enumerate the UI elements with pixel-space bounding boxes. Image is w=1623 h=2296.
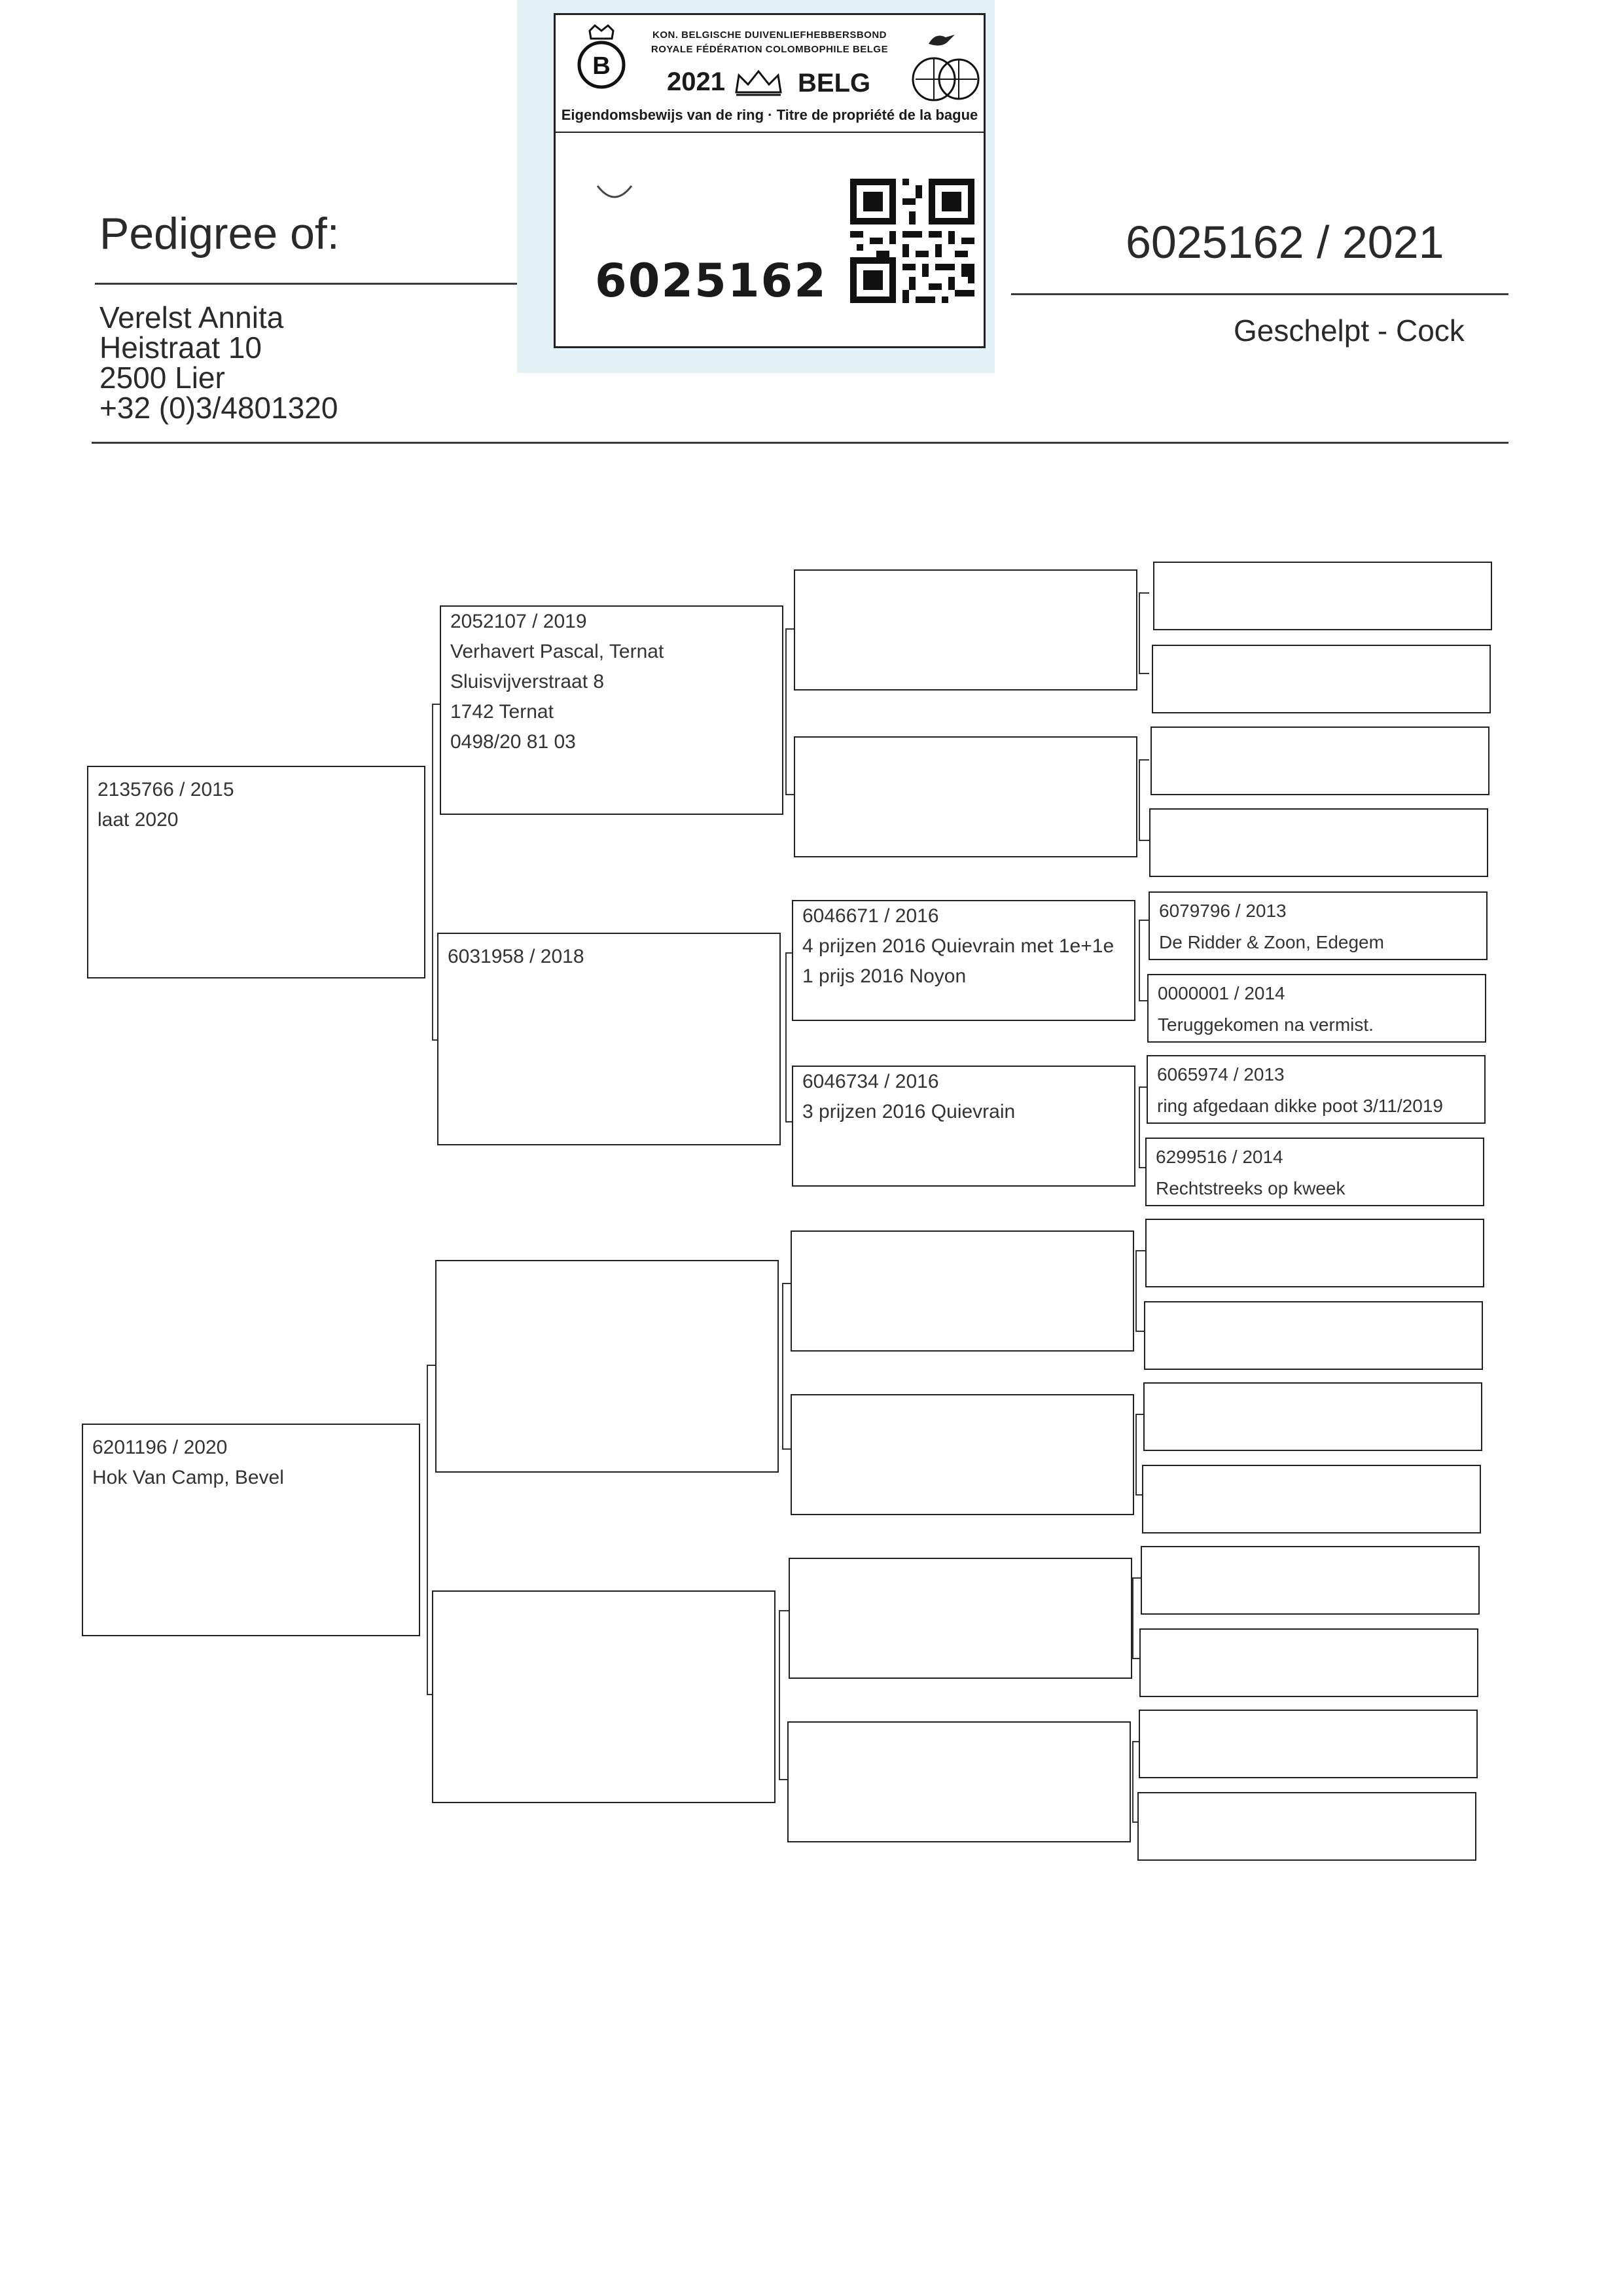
ring-certificate: B KON. BELGISCHE DUIVENLIEFHEBBERSBOND R… <box>517 0 995 373</box>
connector <box>1139 1086 1149 1168</box>
connector <box>1132 1577 1143 1659</box>
box-ring: 0000001 / 2014 <box>1158 983 1285 1003</box>
pedigree-box-gen4 <box>1139 1710 1478 1778</box>
box-note: 0498/20 81 03 <box>450 731 576 753</box>
pedigree-box-gen4 <box>1144 1301 1483 1370</box>
box-ring: 6031958 / 2018 <box>448 946 584 967</box>
card-subtitle: Eigendomsbewijs van de ring · Titre de p… <box>561 107 978 123</box>
pedigree-box-gen3-sdd: 6046734 / 2016 3 prijzen 2016 Quievrain <box>792 1066 1135 1187</box>
box-ring: 2052107 / 2019 <box>450 611 587 632</box>
hole-mark-icon <box>596 185 633 198</box>
pedigree-box-gen3 <box>791 1394 1134 1515</box>
box-note: 3 prijzen 2016 Quievrain <box>802 1101 1016 1122</box>
connector <box>785 952 797 1122</box>
svg-text:B: B <box>592 52 610 80</box>
box-ring: 6046734 / 2016 <box>802 1071 939 1092</box>
pedigree-box-gen3 <box>794 569 1137 691</box>
connector <box>1139 592 1149 674</box>
box-note: ring afgedaan dikke poot 3/11/2019 <box>1157 1096 1443 1116</box>
box-note: 1 prijs 2016 Noyon <box>802 965 967 987</box>
color-sex: Geschelpt - Cock <box>1234 314 1465 348</box>
pedigree-box-gen4: 0000001 / 2014 Teruggekomen na vermist. <box>1147 974 1486 1043</box>
box-note: Hok Van Camp, Bevel <box>92 1467 284 1488</box>
pedigree-box-dam-dam <box>432 1590 776 1803</box>
box-ring: 6046671 / 2016 <box>802 905 939 927</box>
pedigree-box-gen3-sds: 6046671 / 2016 4 prijzen 2016 Quievrain … <box>792 900 1135 1021</box>
box-note: laat 2020 <box>98 809 179 831</box>
pedigree-box-dam-sire <box>435 1260 779 1473</box>
connector <box>1135 1414 1146 1496</box>
card-year: 2021 <box>667 67 725 96</box>
box-note: 1742 Ternat <box>450 701 554 723</box>
pedigree-box-gen4: 6079796 / 2013 De Ridder & Zoon, Edegem <box>1149 891 1488 960</box>
divider <box>95 283 527 285</box>
pedigree-box-gen4 <box>1152 645 1491 713</box>
box-ring: 6079796 / 2013 <box>1159 901 1287 921</box>
pedigree-box-sire: 2135766 / 2015 laat 2020 <box>87 766 425 978</box>
qr-code-icon <box>850 179 974 303</box>
box-ring: 6201196 / 2020 <box>92 1437 228 1458</box>
globe-pigeon-icon <box>912 35 980 101</box>
connector <box>782 1283 794 1450</box>
divider <box>92 442 1508 444</box>
pedigree-box-gen4 <box>1143 1382 1482 1451</box>
pedigree-box-gen4 <box>1153 562 1492 630</box>
pedigree-box-gen3 <box>791 1230 1134 1352</box>
card-org-nl: KON. BELGISCHE DUIVENLIEFHEBBERSBOND <box>652 29 887 41</box>
divider <box>1011 293 1508 295</box>
pedigree-box-gen4 <box>1150 726 1489 795</box>
page-title: Pedigree of: <box>99 209 340 259</box>
pedigree-box-gen4 <box>1137 1792 1476 1861</box>
box-ring: 6299516 / 2014 <box>1156 1147 1283 1167</box>
owner-city: 2500 Lier <box>99 361 225 395</box>
pedigree-box-dam: 6201196 / 2020 Hok Van Camp, Bevel <box>82 1424 420 1636</box>
pedigree-box-gen4: 6065974 / 2013 ring afgedaan dikke poot … <box>1147 1055 1486 1124</box>
box-note: De Ridder & Zoon, Edegem <box>1159 932 1384 952</box>
federation-logo-icon: B <box>577 24 626 89</box>
card-ring-number: 6025162 <box>595 254 827 308</box>
box-note: 4 prijzen 2016 Quievrain met 1e+1e <box>802 935 1115 957</box>
connector <box>1135 1250 1146 1332</box>
owner-street: Heistraat 10 <box>99 331 262 365</box>
pedigree-box-gen4 <box>1145 1219 1484 1287</box>
pedigree-box-gen4 <box>1141 1546 1480 1615</box>
connector <box>1139 920 1149 1001</box>
owner-phone: +32 (0)3/4801320 <box>99 391 338 425</box>
pedigree-box-gen3 <box>789 1558 1132 1679</box>
pedigree-box-gen4 <box>1149 808 1488 877</box>
pedigree-box-sire-sire: 2052107 / 2019 Verhavert Pascal, Ternat … <box>440 605 783 815</box>
card-org-fr: ROYALE FÉDÉRATION COLOMBOPHILE BELGE <box>651 44 889 55</box>
ring-number: 6025162 / 2021 <box>1126 217 1444 268</box>
crown-icon <box>735 69 782 96</box>
box-note: Sluisvijverstraat 8 <box>450 671 605 692</box>
connector <box>785 628 797 795</box>
ring-certificate-frame: B KON. BELGISCHE DUIVENLIEFHEBBERSBOND R… <box>554 13 986 348</box>
pedigree-box-gen4 <box>1142 1465 1481 1534</box>
owner-block: Verelst Annita Heistraat 10 2500 Lier +3… <box>99 302 338 423</box>
card-country: BELG <box>798 69 871 98</box>
connector <box>1139 759 1149 841</box>
box-note: Rechtstreeks op kweek <box>1156 1178 1346 1198</box>
pedigree-box-gen3 <box>794 736 1137 857</box>
box-ring: 2135766 / 2015 <box>98 779 234 800</box>
pedigree-box-gen4 <box>1139 1628 1478 1697</box>
pedigree-box-gen4: 6299516 / 2014 Rechtstreeks op kweek <box>1145 1138 1484 1206</box>
box-ring: 6065974 / 2013 <box>1157 1064 1285 1085</box>
pedigree-box-sire-dam: 6031958 / 2018 <box>437 933 781 1145</box>
box-note: Verhavert Pascal, Ternat <box>450 641 664 662</box>
box-note: Teruggekomen na vermist. <box>1158 1014 1374 1035</box>
pedigree-box-gen3 <box>787 1721 1131 1842</box>
owner-name: Verelst Annita <box>99 300 284 334</box>
divider <box>556 132 984 133</box>
connector <box>779 1610 791 1780</box>
